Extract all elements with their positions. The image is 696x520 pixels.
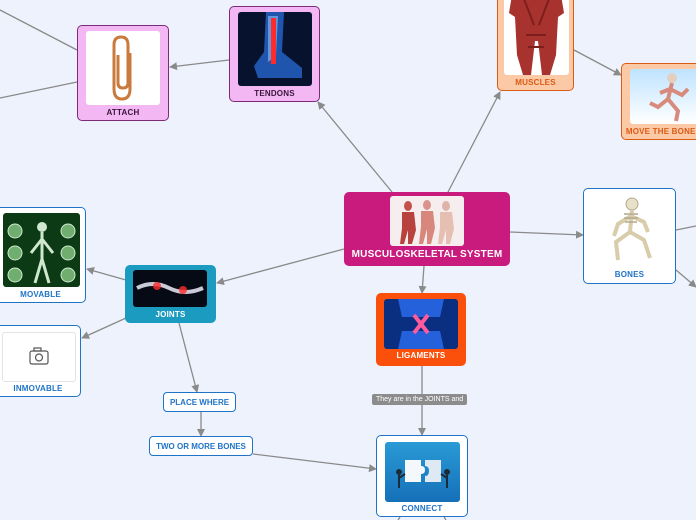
anatomy-figures-image bbox=[390, 196, 464, 246]
movable-label: MOVABLE bbox=[20, 290, 61, 299]
skeleton-image bbox=[594, 194, 667, 266]
edge-root-joints bbox=[216, 248, 345, 286]
ligaments-node[interactable]: LIGAMENTS bbox=[376, 293, 466, 366]
edge-root-tendons bbox=[317, 101, 393, 193]
muscle-figure-image bbox=[504, 0, 569, 75]
edge-root-muscles bbox=[447, 91, 501, 193]
connect-label: CONNECT bbox=[401, 504, 443, 513]
edge-joints-movable bbox=[86, 267, 127, 281]
edge-muscles-move bbox=[573, 49, 622, 76]
edge-joints-placewhere bbox=[178, 322, 200, 393]
joint-types-chart-image bbox=[3, 213, 80, 287]
root-node[interactable]: MUSCULOSKELETAL SYSTEM bbox=[344, 192, 510, 266]
attach-label: ATTACH bbox=[106, 108, 140, 117]
camera-icon bbox=[29, 347, 49, 365]
joints-label: JOINTS bbox=[155, 310, 186, 319]
edge-root-bones bbox=[509, 230, 584, 239]
edge-root-ligaments bbox=[418, 265, 427, 294]
edge-offscreen-attach-2 bbox=[0, 81, 78, 99]
edge-tendons-attach bbox=[169, 59, 230, 71]
ligaments-label: LIGAMENTS bbox=[396, 351, 446, 360]
running-skeleton-image bbox=[630, 69, 696, 124]
move-the-bones-node[interactable]: MOVE THE BONES bbox=[621, 63, 696, 140]
edge-bones-offscreen-1 bbox=[675, 225, 696, 231]
edge-bones-offscreen-2 bbox=[675, 269, 696, 288]
attach-node[interactable]: ATTACH bbox=[77, 25, 169, 121]
edge-offscreen-attach-1 bbox=[0, 9, 78, 51]
muscles-node[interactable]: MUSCLES bbox=[497, 0, 574, 91]
edge-twomore-connect bbox=[252, 453, 377, 473]
paperclip-image bbox=[86, 31, 160, 105]
inmovable-label: INMOVABLE bbox=[13, 384, 63, 393]
joints-node[interactable]: JOINTS bbox=[125, 265, 216, 323]
place-where-node[interactable]: PLACE WHERE bbox=[163, 392, 236, 412]
inmovable-node[interactable]: INMOVABLE bbox=[0, 325, 81, 397]
connect-node[interactable]: CONNECT bbox=[376, 435, 468, 517]
bones-node[interactable]: BONES bbox=[583, 188, 676, 284]
muscles-label: MUSCLES bbox=[515, 78, 556, 87]
edge-joints-inmovable bbox=[81, 317, 127, 339]
bones-label: BONES bbox=[614, 270, 645, 279]
ligaments-connect-edge-label: They are in the JOINTS and bbox=[372, 394, 468, 405]
tendon-foot-image bbox=[238, 12, 312, 86]
image-placeholder bbox=[2, 332, 76, 382]
tendons-label: TENDONS bbox=[254, 89, 295, 98]
root-label: MUSCULOSKELETAL SYSTEM bbox=[351, 249, 503, 260]
knee-ligament-image bbox=[384, 299, 458, 349]
two-or-more-bones-node[interactable]: TWO OR MORE BONES bbox=[149, 436, 253, 456]
tendons-node[interactable]: TENDONS bbox=[229, 6, 320, 102]
knee-joint-image bbox=[133, 270, 207, 307]
movable-node[interactable]: MOVABLE bbox=[0, 207, 86, 303]
puzzle-connect-image bbox=[385, 442, 460, 502]
move-the-bones-label: MOVE THE BONES bbox=[625, 127, 696, 136]
